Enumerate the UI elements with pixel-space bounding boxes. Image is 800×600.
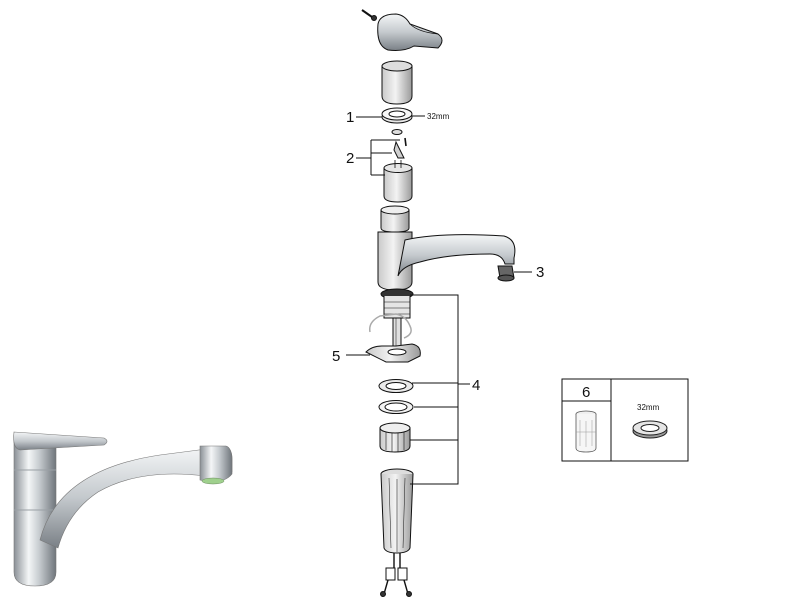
part-2-cartridge-set [383, 137, 413, 203]
faucet-product-photo [13, 431, 233, 587]
leader-2 [356, 139, 400, 176]
ring-size-label: 32mm [427, 112, 450, 121]
kit-ring-size-label: 32mm [637, 403, 660, 412]
callout-4: 4 [472, 377, 480, 394]
kit-cartridge [575, 410, 597, 453]
callout-6: 6 [582, 384, 590, 401]
hose-connectors [380, 553, 412, 597]
handle-screw [361, 9, 377, 21]
part-5-fixing-bracket [365, 313, 421, 363]
exploded-assembly [346, 9, 532, 597]
mixer-body [377, 205, 516, 291]
lever-handle [377, 13, 443, 51]
spare-kit-box: 6 32mm [561, 378, 689, 462]
part-4-mounting-set [378, 379, 414, 554]
callout-2: 2 [346, 150, 354, 167]
callout-1: 1 [346, 109, 354, 126]
callout-labels: 1 2 3 4 5 32mm [332, 109, 544, 394]
part-4-leader-bracket [410, 294, 470, 485]
callout-3: 3 [536, 264, 544, 281]
kit-ring-nut [632, 420, 668, 439]
callout-5: 5 [332, 348, 340, 365]
part-1-ring-nut [381, 107, 413, 135]
cap-sleeve [381, 60, 413, 105]
threaded-shank [380, 288, 414, 349]
